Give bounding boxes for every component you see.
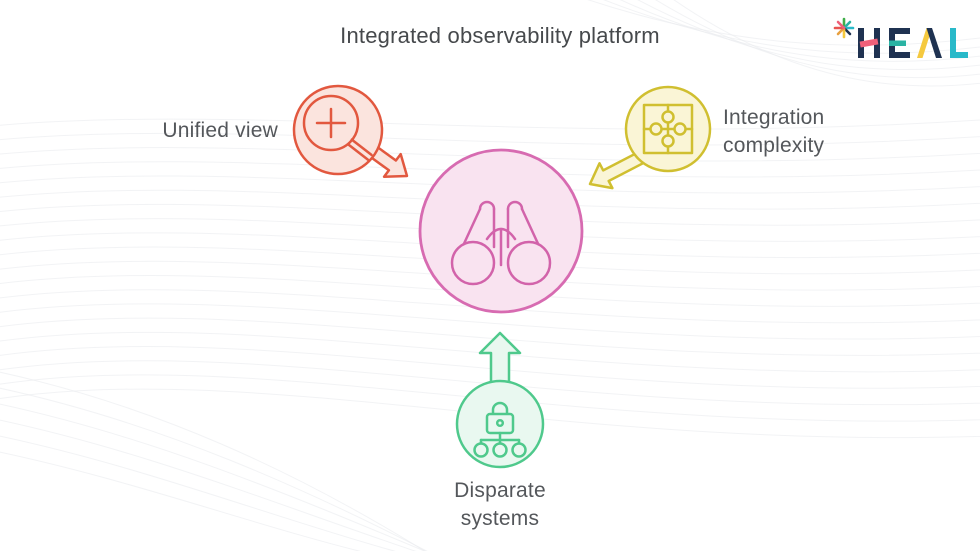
logo-wordmark	[858, 28, 968, 58]
locked-network-icon	[473, 401, 527, 458]
integration-complexity-node	[588, 85, 712, 190]
integration-complexity-label: Integration complexity	[723, 106, 825, 157]
unified-view-label: Unified view	[162, 119, 278, 142]
disparate-systems-label: Disparate systems	[454, 479, 546, 530]
unified-view-circle	[292, 84, 384, 176]
arrow-to-center	[588, 150, 647, 190]
disparate-systems-node	[455, 331, 545, 469]
unified-view-node	[292, 84, 409, 178]
zoom-in-magnifier-icon	[302, 94, 373, 161]
page-title: Integrated observability platform	[340, 23, 660, 48]
binoculars-icon	[450, 200, 552, 286]
asterisk-star-icon	[833, 17, 855, 39]
puzzle-icon	[642, 103, 694, 155]
center-node-observability-platform	[418, 148, 584, 314]
brand-logo	[833, 17, 968, 58]
